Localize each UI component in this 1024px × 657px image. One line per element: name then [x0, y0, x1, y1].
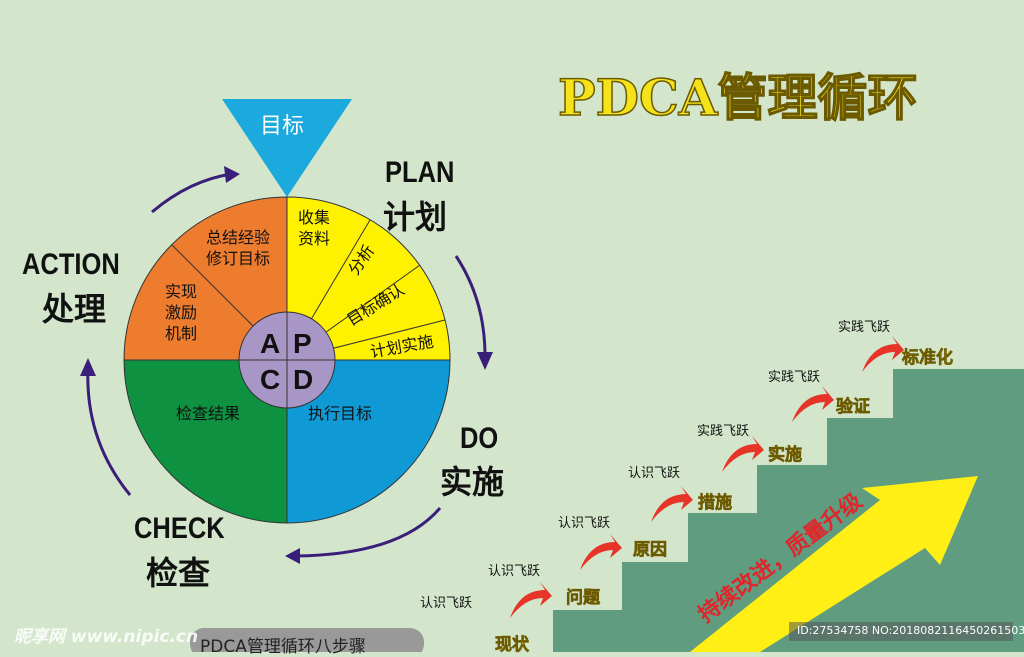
action-label-cn: 处理 [42, 290, 107, 328]
do-label-cn: 实施 [440, 463, 505, 501]
segment-incentive: 实现 激励 机制 [165, 282, 198, 343]
leap-arrows [510, 336, 904, 618]
check-label-cn: 检查 [146, 554, 211, 592]
goal-triangle [222, 99, 352, 197]
action-label-en: ACTION [22, 248, 120, 281]
pdca-wheel [123, 196, 451, 524]
goal-label: 目标 [260, 114, 305, 139]
segment-summarize: 总结经验 修订目标 [206, 228, 271, 268]
image-id: ID:27534758 NO:20180821164502615036 [797, 624, 1024, 637]
leap-label: 认识飞跃 [628, 466, 681, 481]
leap-label: 认识飞跃 [420, 596, 473, 611]
leap-label: 实践飞跃 [697, 424, 750, 439]
segment-check-result: 检查结果 [176, 404, 241, 423]
page-title: PDCA管理循环 [557, 67, 918, 128]
check-label-en: CHECK [134, 512, 225, 545]
do-sector [286, 359, 451, 524]
leap-label: 实践飞跃 [838, 320, 891, 335]
step-label: 现状 [495, 635, 530, 656]
step-label: 问题 [566, 588, 601, 609]
center-d: D [293, 364, 314, 395]
center-p: P [293, 328, 312, 359]
improvement-arrow [690, 476, 978, 652]
eight-steps-button[interactable]: PDCA管理循环八步骤 [200, 637, 366, 657]
check-sector [123, 359, 288, 524]
step-label: 标准化 [902, 348, 954, 369]
step-label: 原因 [633, 540, 668, 561]
step-label: 实施 [768, 445, 803, 466]
center-c: C [260, 364, 281, 395]
leap-label: 实践飞跃 [768, 370, 821, 385]
segment-execute: 执行目标 [308, 404, 373, 423]
footer-button-bg [190, 628, 424, 652]
do-label-en: DO [460, 422, 499, 455]
leap-label: 认识飞跃 [558, 516, 611, 531]
watermark: 昵享网 www.nipic.cn [14, 627, 199, 647]
segment-collect-data: 收集 资料 [298, 208, 331, 248]
plan-label-en: PLAN [385, 156, 455, 189]
stairs [553, 369, 1024, 652]
step-label: 验证 [836, 397, 871, 418]
step-label: 措施 [698, 493, 733, 514]
center-a: A [260, 328, 281, 359]
plan-label-cn: 计划 [383, 198, 448, 236]
cycle-arrows [86, 172, 487, 558]
leap-label: 认识飞跃 [488, 564, 541, 579]
plan-sector [286, 196, 451, 361]
